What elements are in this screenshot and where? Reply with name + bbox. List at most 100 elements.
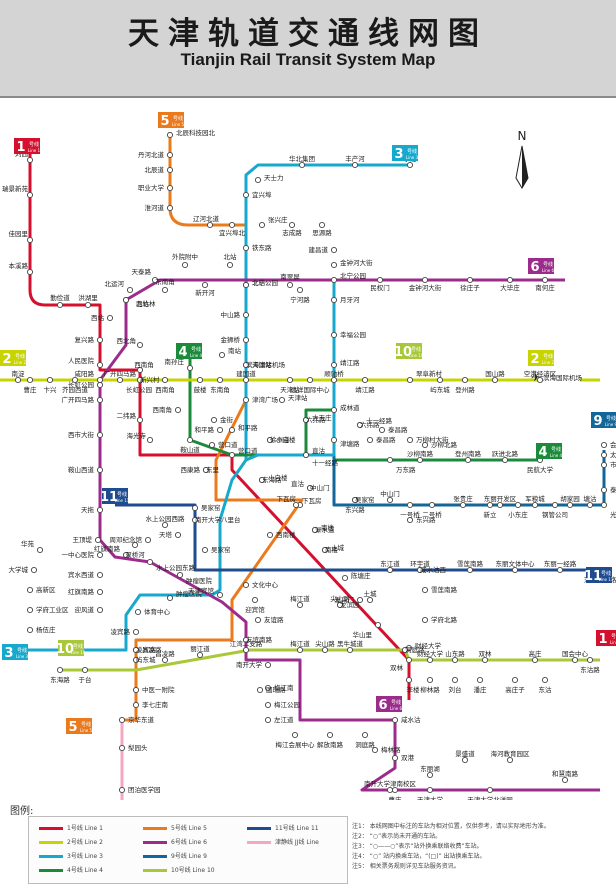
station-marker[interactable] bbox=[330, 436, 338, 444]
station-marker[interactable] bbox=[318, 221, 326, 229]
station-marker[interactable] bbox=[426, 786, 434, 794]
station-marker[interactable] bbox=[26, 376, 34, 384]
station-marker[interactable] bbox=[174, 531, 182, 539]
station-marker[interactable] bbox=[311, 526, 319, 534]
station-marker[interactable] bbox=[296, 601, 304, 609]
station-marker[interactable] bbox=[336, 601, 344, 609]
station-marker[interactable] bbox=[291, 731, 299, 739]
station-marker[interactable] bbox=[106, 314, 114, 322]
station-marker[interactable] bbox=[201, 546, 209, 554]
station-marker[interactable] bbox=[600, 441, 608, 449]
station-marker[interactable] bbox=[405, 676, 413, 684]
station-marker[interactable] bbox=[486, 501, 494, 509]
station-marker[interactable] bbox=[36, 546, 44, 554]
station-marker[interactable] bbox=[242, 281, 250, 289]
station-marker[interactable] bbox=[361, 731, 369, 739]
station-marker[interactable] bbox=[166, 131, 174, 139]
station-marker[interactable] bbox=[96, 466, 104, 474]
station-marker[interactable] bbox=[242, 396, 250, 404]
station-marker[interactable] bbox=[122, 296, 130, 304]
station-marker[interactable] bbox=[218, 351, 226, 359]
station-marker[interactable] bbox=[96, 381, 104, 389]
station-marker[interactable] bbox=[71, 376, 79, 384]
station-marker[interactable] bbox=[228, 221, 236, 229]
station-marker[interactable] bbox=[30, 566, 38, 574]
station-marker[interactable] bbox=[26, 586, 34, 594]
station-marker[interactable] bbox=[56, 301, 64, 309]
station-marker[interactable] bbox=[600, 486, 608, 494]
station-marker[interactable] bbox=[242, 191, 250, 199]
station-marker[interactable] bbox=[146, 558, 154, 566]
station-marker[interactable] bbox=[96, 551, 104, 559]
station-marker[interactable] bbox=[556, 566, 564, 574]
station-marker[interactable] bbox=[386, 566, 394, 574]
station-marker[interactable] bbox=[346, 646, 354, 654]
station-marker[interactable] bbox=[551, 501, 559, 509]
station-marker[interactable] bbox=[406, 501, 414, 509]
station-marker[interactable] bbox=[174, 406, 182, 414]
station-marker[interactable] bbox=[210, 416, 218, 424]
station-marker[interactable] bbox=[496, 501, 504, 509]
station-marker[interactable] bbox=[461, 756, 469, 764]
station-marker[interactable] bbox=[421, 276, 429, 284]
station-marker[interactable] bbox=[191, 516, 199, 524]
station-marker[interactable] bbox=[330, 331, 338, 339]
station-marker[interactable] bbox=[531, 501, 539, 509]
station-marker[interactable] bbox=[451, 676, 459, 684]
station-marker[interactable] bbox=[586, 656, 594, 664]
station-marker[interactable] bbox=[541, 276, 549, 284]
station-marker[interactable] bbox=[330, 361, 338, 369]
station-marker[interactable] bbox=[302, 451, 310, 459]
station-marker[interactable] bbox=[286, 376, 294, 384]
station-marker[interactable] bbox=[366, 436, 374, 444]
station-marker[interactable] bbox=[330, 246, 338, 254]
station-marker[interactable] bbox=[242, 581, 250, 589]
station-marker[interactable] bbox=[26, 626, 34, 634]
station-marker[interactable] bbox=[94, 536, 102, 544]
station-marker[interactable] bbox=[371, 746, 379, 754]
station-marker[interactable] bbox=[374, 621, 382, 629]
station-marker[interactable] bbox=[356, 421, 364, 429]
station-marker[interactable] bbox=[266, 531, 274, 539]
station-marker[interactable] bbox=[481, 656, 489, 664]
station-marker[interactable] bbox=[258, 476, 266, 484]
station-marker[interactable] bbox=[491, 376, 499, 384]
station-marker[interactable] bbox=[126, 286, 134, 294]
station-marker[interactable] bbox=[208, 441, 216, 449]
station-marker[interactable] bbox=[296, 646, 304, 654]
station-marker[interactable] bbox=[226, 261, 234, 269]
station-marker[interactable] bbox=[134, 608, 142, 616]
station-marker[interactable] bbox=[391, 786, 399, 794]
station-marker[interactable] bbox=[330, 261, 338, 269]
station-marker[interactable] bbox=[161, 656, 169, 664]
station-marker[interactable] bbox=[326, 731, 334, 739]
station-marker[interactable] bbox=[96, 606, 104, 614]
station-marker[interactable] bbox=[254, 176, 262, 184]
station-marker[interactable] bbox=[242, 311, 250, 319]
station-marker[interactable] bbox=[341, 574, 349, 582]
station-marker[interactable] bbox=[186, 436, 194, 444]
station-marker[interactable] bbox=[81, 666, 89, 674]
station-marker[interactable] bbox=[386, 786, 394, 794]
station-marker[interactable] bbox=[466, 276, 474, 284]
station-marker[interactable] bbox=[541, 676, 549, 684]
station-marker[interactable] bbox=[600, 451, 608, 459]
station-marker[interactable] bbox=[561, 776, 569, 784]
station-marker[interactable] bbox=[264, 661, 272, 669]
station-marker[interactable] bbox=[196, 376, 204, 384]
station-marker[interactable] bbox=[118, 786, 126, 794]
station-marker[interactable] bbox=[302, 416, 310, 424]
station-marker[interactable] bbox=[26, 191, 34, 199]
station-marker[interactable] bbox=[421, 441, 429, 449]
station-marker[interactable] bbox=[96, 431, 104, 439]
station-marker[interactable] bbox=[426, 771, 434, 779]
station-marker[interactable] bbox=[378, 426, 386, 434]
station-marker[interactable] bbox=[391, 716, 399, 724]
station-marker[interactable] bbox=[26, 606, 34, 614]
station-marker[interactable] bbox=[132, 686, 140, 694]
station-marker[interactable] bbox=[216, 376, 224, 384]
station-marker[interactable] bbox=[242, 336, 250, 344]
station-marker[interactable] bbox=[486, 786, 494, 794]
station-marker[interactable] bbox=[166, 166, 174, 174]
station-marker[interactable] bbox=[600, 461, 608, 469]
